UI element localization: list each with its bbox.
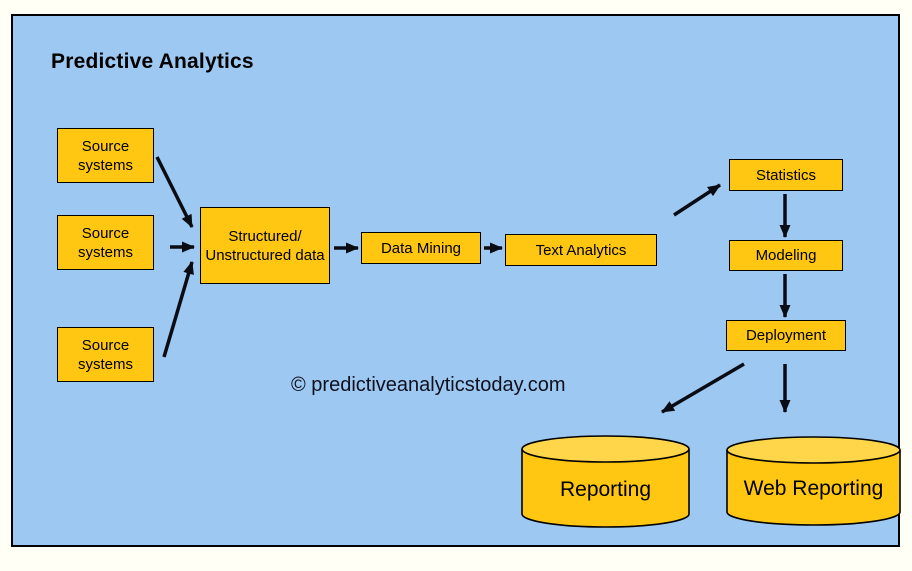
copyright-text: © predictiveanalyticstoday.com [291, 374, 566, 396]
node-source-systems-1: Source systems [57, 128, 154, 183]
node-deployment: Deployment [726, 320, 846, 351]
diagram-canvas: Predictive Analytics Source [11, 14, 901, 547]
node-text-analytics: Text Analytics [505, 234, 657, 266]
node-data-mining: Data Mining [361, 232, 481, 264]
edge-source1-structured [155, 156, 194, 228]
node-source-systems-3: Source systems [57, 327, 154, 382]
node-web-reporting-cylinder: Web Reporting [726, 436, 901, 526]
node-source-systems-2: Source systems [57, 215, 154, 270]
node-statistics: Statistics [729, 159, 843, 191]
edge-source3-structured [162, 261, 194, 358]
cylinder-shape [726, 436, 901, 526]
diagram-title: Predictive Analytics [51, 50, 254, 73]
edge-deployment-reporting [661, 362, 745, 414]
diagram-frame: Predictive Analytics Source [11, 14, 901, 547]
cylinder-shape [521, 435, 690, 528]
node-reporting-label: Reporting [559, 477, 652, 501]
node-reporting-cylinder: Reporting [521, 435, 690, 528]
node-modeling: Modeling [729, 240, 843, 271]
node-structured-unstructured-data: Structured/ Unstructured data [200, 207, 330, 284]
edge-textanalytics-statistics [673, 183, 721, 217]
node-web-reporting-label: Web Reporting [743, 477, 884, 500]
